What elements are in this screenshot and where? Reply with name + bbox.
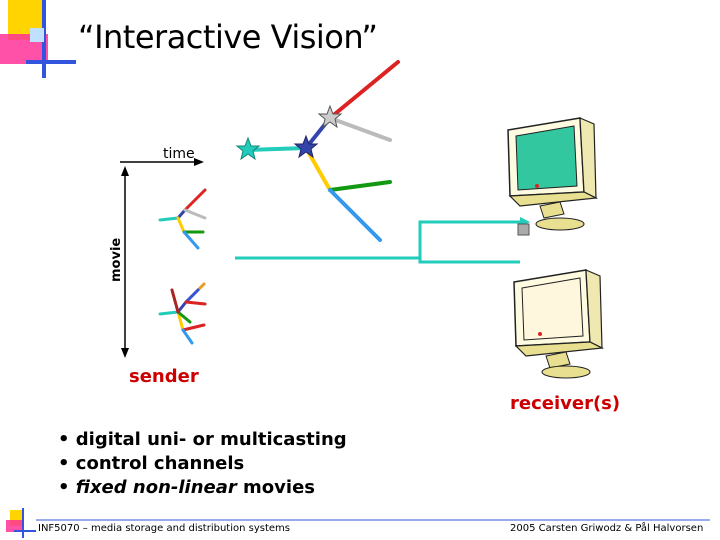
bullet-text-3-rest: movies <box>236 477 315 498</box>
branching-tree <box>246 60 400 242</box>
bullet-text-1: digital uni- or multicasting <box>75 429 347 450</box>
footer-authors: 2005 Carsten Griwodz & Pål Halvorsen <box>510 523 704 534</box>
bullet-text-2: control channels <box>75 453 245 474</box>
movie-axis-arrow <box>121 166 129 358</box>
start-star-icon <box>235 136 261 161</box>
network-links <box>235 217 530 264</box>
thumbnail-tree-2 <box>158 282 207 345</box>
time-label: time <box>163 146 195 162</box>
time-arrow <box>120 158 204 166</box>
sender-label: sender <box>129 366 199 387</box>
bullet-item-2: • control channels <box>58 453 245 474</box>
footer-logo-icon <box>6 508 36 538</box>
bullet-text-3-italic: fixed non-linear <box>75 477 237 498</box>
receiver-label: receiver(s) <box>510 393 620 414</box>
slide-logo-icon <box>0 0 76 78</box>
footer-course: INF5070 – media storage and distribution… <box>38 523 291 534</box>
bullet-item-3: • fixed non-linear movies <box>58 477 315 498</box>
receiver-monitor-1-icon <box>507 117 599 231</box>
slide-title: “Interactive Vision” <box>78 18 378 56</box>
receiver-monitor-2-icon <box>513 269 605 379</box>
movie-label: movie <box>109 238 124 282</box>
choice-star-icon <box>317 104 343 129</box>
control-node <box>517 223 530 236</box>
thumbnail-tree-1 <box>158 188 207 250</box>
bullet-list: • digital uni- or multicasting • control… <box>58 428 347 500</box>
bullet-item-1: • digital uni- or multicasting <box>58 429 347 450</box>
branch-star-icon <box>293 134 319 159</box>
